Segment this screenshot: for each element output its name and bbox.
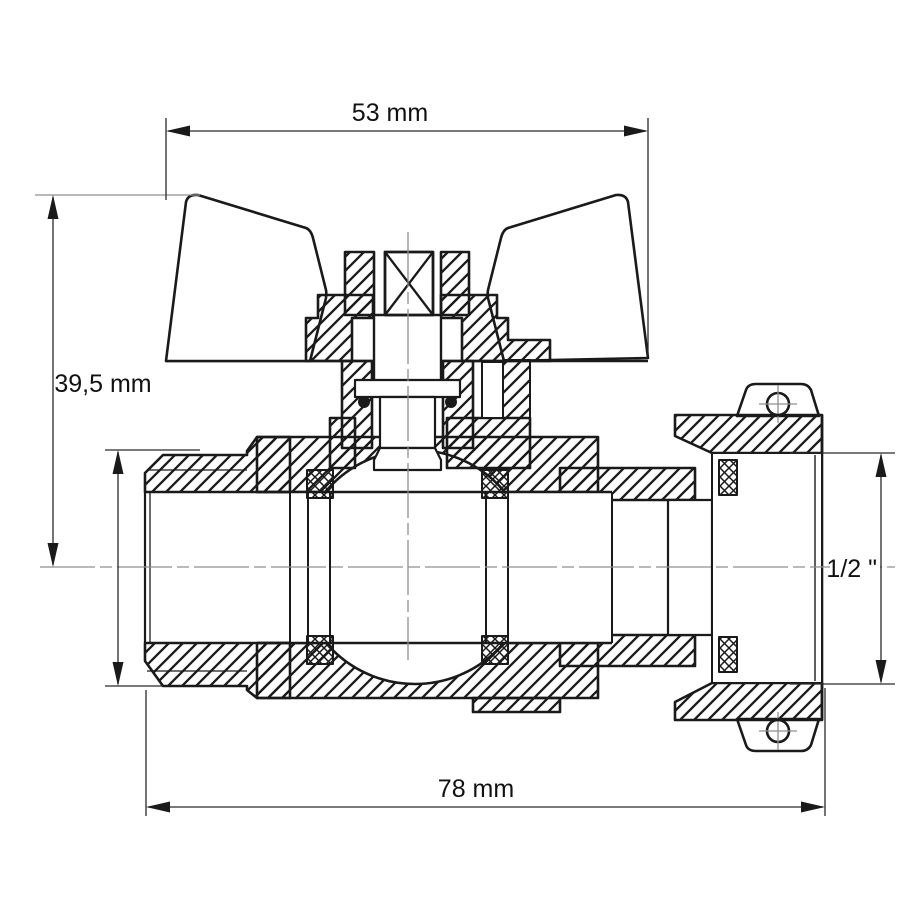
hub-bracket-right [502,359,531,419]
stem-oring-left [358,396,370,408]
dimension-label-left: 39,5 mm [54,370,151,398]
dimension-label-top: 53 mm [352,99,428,127]
dimension-bottom-78mm: 78 mm [145,688,826,816]
union-nut-top-section [673,413,824,455]
union-seal-bottom [718,636,738,673]
dimension-left-39-5mm: 39,5 mm [47,195,152,567]
stem-foot [372,446,443,472]
stem-square-section [383,250,435,317]
dimension-body-height [105,449,200,687]
union-nut-bottom-section [673,681,824,722]
stem-nut-right [439,250,471,317]
stem-nut-left [343,250,376,317]
handle-left-wing [164,193,328,363]
dimension-top-53mm: 53 mm [165,99,649,356]
hub-slot [481,361,504,419]
body-bottom-step [471,696,562,714]
dimensions: 53 mm 39,5 mm 1/2 " [47,99,895,816]
valve-body [143,382,824,753]
stem-oring-right [445,396,457,408]
dimension-label-bottom: 78 mm [438,775,514,803]
dimension-right-half-inch: 1/2 " [790,452,895,685]
dimension-label-right: 1/2 " [826,555,877,583]
handle-right-wing [486,193,650,363]
union-seal-top [718,459,738,496]
ball-seats [306,469,509,665]
handle-stem-assembly [164,193,650,472]
centerlines [35,194,895,660]
